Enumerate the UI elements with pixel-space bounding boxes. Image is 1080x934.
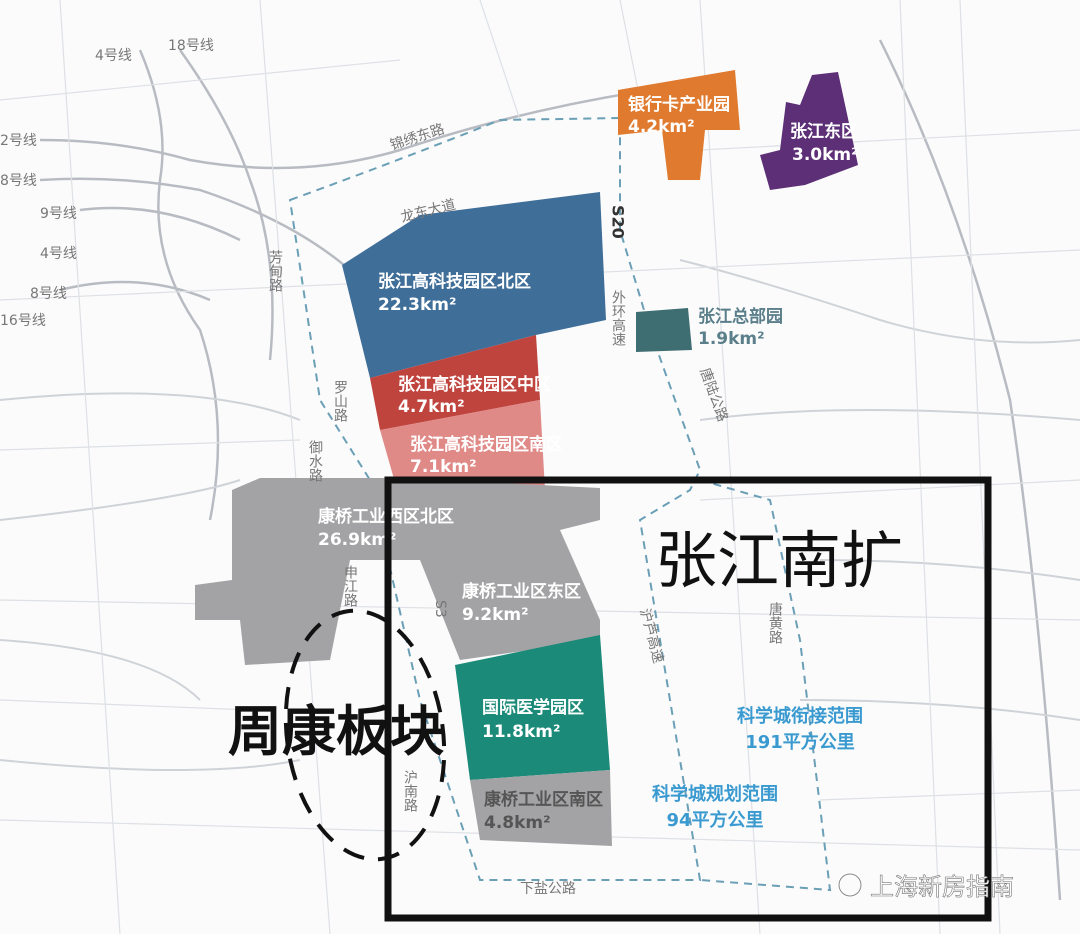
zone-area: 22.3km² — [378, 295, 456, 315]
zone-area: 4.2km² — [628, 117, 695, 137]
metro-label: 8号线 — [0, 173, 37, 189]
zone-north[interactable] — [342, 192, 606, 378]
zone-area: 11.8km² — [482, 722, 560, 742]
metro-label: 4号线 — [95, 48, 132, 64]
science-city-link-label: 科学城衔接范围 — [737, 705, 863, 727]
zone-area: 4.8km² — [484, 813, 551, 833]
zone-area: 7.1km² — [410, 457, 477, 477]
zone-label: 康桥工业区东区 — [462, 581, 581, 602]
zone-area: 26.9km² — [318, 530, 396, 550]
metro-label: 2号线 — [0, 133, 37, 149]
zone-label: 张江高科技园区南区 — [410, 434, 563, 455]
science-city-boundary — [699, 479, 832, 892]
road-label: 沪南路 — [402, 770, 418, 812]
south-expansion-box — [384, 476, 992, 922]
zone-hq[interactable] — [636, 308, 692, 352]
zone-kangqiao-south[interactable] — [470, 770, 612, 846]
road-label: 下盐公路 — [520, 881, 576, 897]
science-city-link-area: 191平方公里 — [745, 731, 855, 753]
road-label: 御水路 — [307, 440, 323, 482]
road-label: 唐黄路 — [767, 601, 783, 644]
watermark-text: 上海新房指南 — [870, 873, 1014, 901]
zone-area: 1.9km² — [698, 329, 765, 349]
zone-medical[interactable] — [455, 635, 610, 780]
road-label: S20 — [609, 205, 628, 239]
zhoukang-label: 周康板块 — [228, 699, 444, 763]
zone-label: 张江高科技园区中区 — [398, 374, 551, 395]
science-city-plan-area: 94平方公里 — [666, 809, 763, 831]
science-city-plan-label: 科学城规划范围 — [652, 783, 778, 805]
metro-label: 18号线 — [168, 38, 214, 54]
zone-area: 3.0km² — [792, 145, 859, 165]
zone-kangqiao-west-north[interactable] — [195, 478, 600, 665]
watermark: 上海新房指南 — [837, 873, 1014, 901]
road-label: 罗山路 — [332, 380, 348, 422]
road-label: S3 — [432, 600, 448, 618]
zone-label: 张江东区 — [790, 121, 858, 142]
zone-area: 9.2km² — [462, 605, 529, 625]
zone-label: 张江总部园 — [698, 306, 783, 327]
zone-bank-card[interactable] — [618, 70, 740, 180]
zone-label: 康桥工业区南区 — [484, 789, 603, 810]
metro-label: 8号线 — [30, 286, 67, 302]
road-label: 外环高速 — [610, 290, 626, 347]
metro-label: 9号线 — [40, 206, 77, 222]
zone-middle[interactable] — [370, 335, 540, 430]
planning-boundary — [288, 116, 702, 881]
zone-south[interactable] — [380, 400, 545, 500]
metro-labels: 4号线 18号线 2号线 8号线 9号线 4号线 8号线 16号线 — [0, 38, 214, 329]
metro-label: 4号线 — [40, 246, 77, 262]
road-label: 芳甸路 — [267, 249, 283, 292]
zone-area: 4.7km² — [398, 397, 465, 417]
zone-label: 国际医学园区 — [482, 697, 584, 718]
road-label: 申江路 — [342, 565, 358, 607]
metro-label: 16号线 — [0, 313, 46, 329]
zone-label: 银行卡产业园 — [628, 94, 730, 115]
south-expansion-label: 张江南扩 — [655, 524, 903, 597]
zone-east[interactable] — [760, 72, 858, 190]
zhoukang-circle — [283, 608, 447, 862]
zone-label: 张江高科技园区北区 — [378, 271, 531, 292]
